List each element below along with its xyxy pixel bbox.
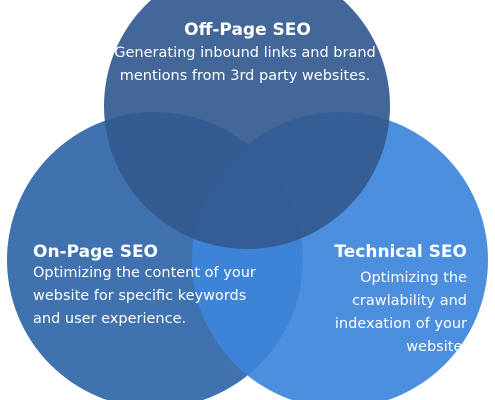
technical-title: Technical SEO [334, 242, 467, 262]
off-page-description: Generating inbound links and brand menti… [114, 45, 376, 84]
on-page-title: On-Page SEO [33, 242, 159, 262]
off-page-circle [104, 0, 390, 249]
off-page-title: Off-Page SEO [184, 20, 311, 40]
on-page-description: Optimizing the content of your website f… [33, 265, 256, 327]
technical-description: Optimizing the crawlability and indexati… [334, 270, 467, 355]
